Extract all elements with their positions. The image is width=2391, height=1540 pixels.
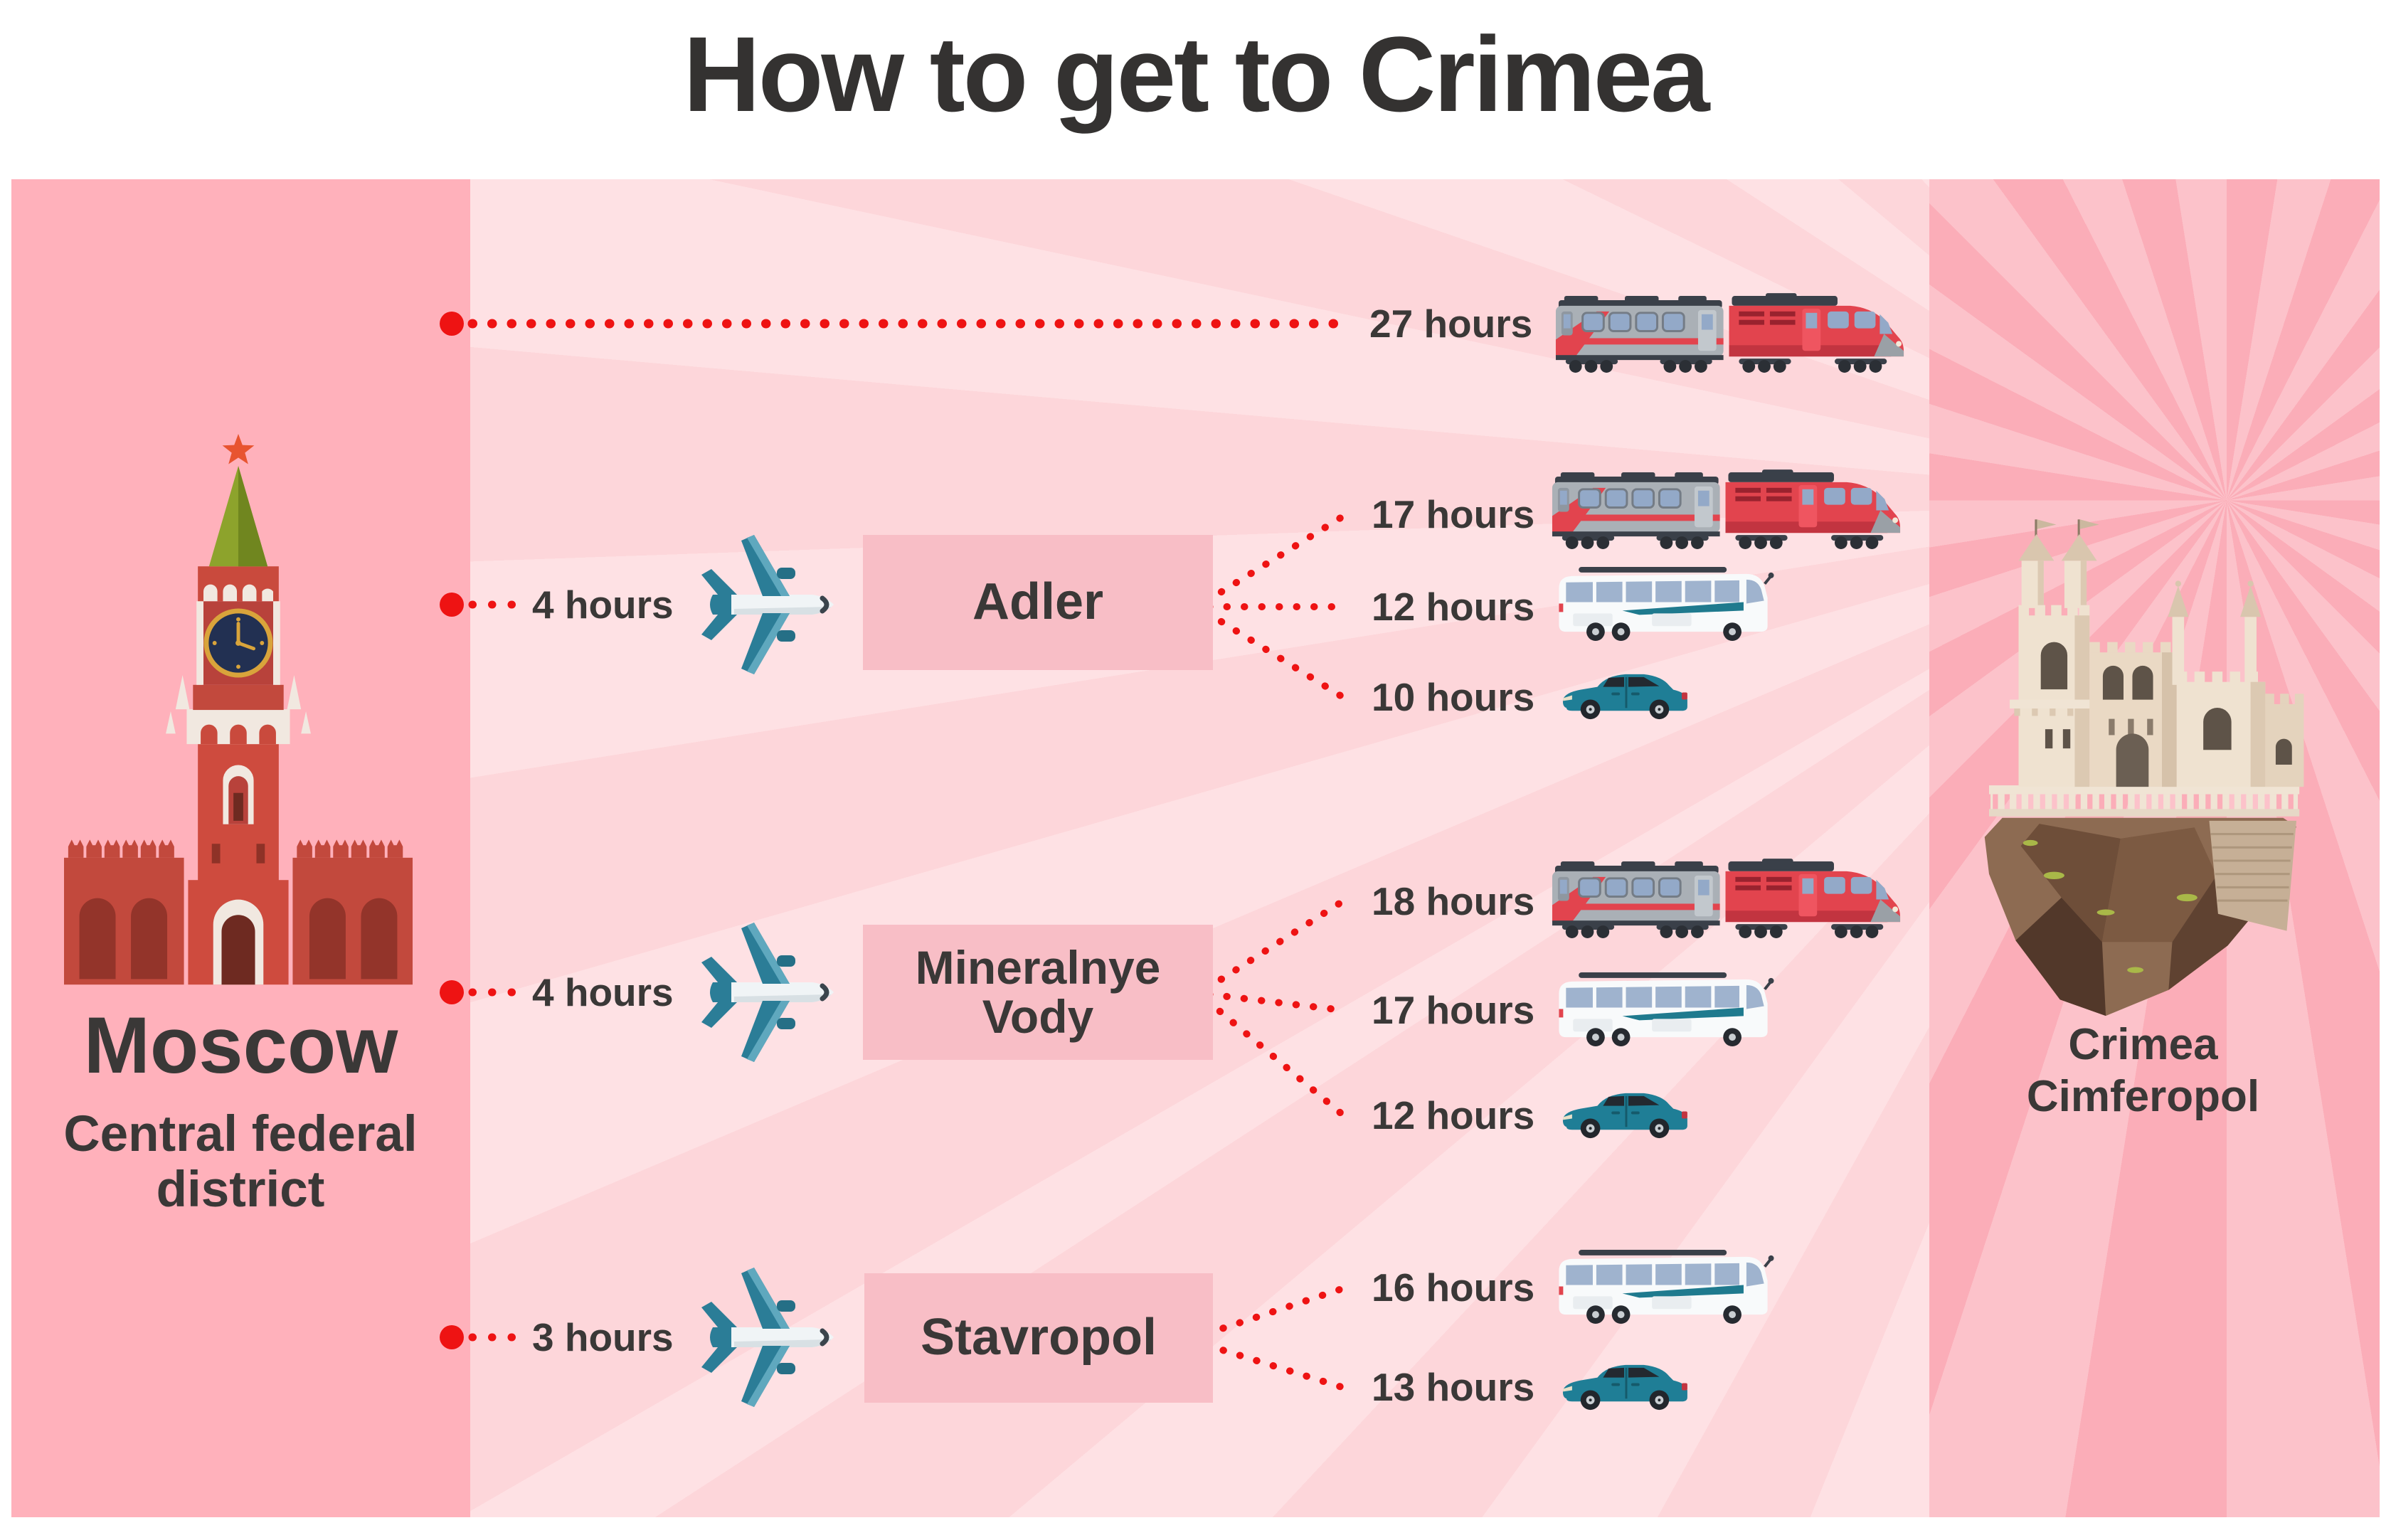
- plane-icon: [691, 917, 842, 1068]
- hub-name-stavropol: Stavropol: [920, 1309, 1157, 1366]
- car-icon: [1562, 1364, 1689, 1411]
- bus-icon: [1557, 972, 1775, 1047]
- origin-node-dot: [440, 980, 464, 1004]
- bus-icon: [1557, 1250, 1775, 1324]
- duration-adler-train: 17 hours: [1372, 492, 1535, 536]
- branch-stavropol-car: [1203, 1342, 1345, 1391]
- bus-icon: [1557, 567, 1775, 642]
- origin-node-dot: [440, 312, 464, 336]
- car-icon: [1562, 673, 1689, 721]
- train-icon: [1551, 859, 1902, 940]
- duration-adler-car: 10 hours: [1372, 675, 1535, 719]
- duration-stavropol-car: 13 hours: [1372, 1365, 1535, 1409]
- origin-node-dot: [440, 1325, 464, 1349]
- train-icon: [1554, 293, 1905, 374]
- duration-stavropol-bus: 16 hours: [1372, 1265, 1535, 1310]
- hub-name-mineralnye: Mineralnye Vody: [915, 940, 1161, 1043]
- direct-route-duration: 27 hours: [1369, 302, 1533, 346]
- hub-box-mineralnye: Mineralnye Vody: [863, 925, 1213, 1060]
- flight-duration-mineralnye: 4 hours: [532, 970, 674, 1014]
- car-icon: [1562, 1092, 1689, 1140]
- duration-mineralnye-bus: 17 hours: [1372, 988, 1535, 1032]
- branch-adler-train: [1203, 514, 1345, 605]
- destination-city: Cimferopol: [2026, 1072, 2260, 1122]
- page-title: How to get to Crimea: [683, 14, 1709, 134]
- branch-mineralnye-car: [1203, 997, 1345, 1117]
- duration-adler-bus: 12 hours: [1372, 585, 1535, 629]
- plane-icon: [691, 1262, 842, 1413]
- branch-mineralnye-train: [1203, 898, 1345, 992]
- branch-mineralnye-bus: [1206, 991, 1345, 1014]
- plane-icon: [691, 529, 842, 680]
- duration-mineralnye-car: 12 hours: [1372, 1093, 1535, 1137]
- origin-node-dot: [440, 593, 464, 617]
- duration-mineralnye-train: 18 hours: [1372, 879, 1535, 923]
- hub-name-adler: Adler: [972, 573, 1104, 631]
- hub-box-stavropol: Stavropol: [864, 1273, 1213, 1403]
- branch-stavropol-bus: [1203, 1285, 1345, 1337]
- origin-city-label: Moscow: [83, 1001, 398, 1090]
- hub-box-adler: Adler: [863, 535, 1213, 670]
- flight-duration-adler: 4 hours: [532, 583, 674, 627]
- origin-region-label: Central federal district: [63, 1106, 418, 1218]
- destination-region: Crimea: [2068, 1020, 2218, 1069]
- flight-duration-stavropol: 3 hours: [532, 1315, 674, 1359]
- destination-label: Crimea Cimferopol: [1918, 1019, 2368, 1122]
- branch-adler-car: [1203, 609, 1345, 700]
- train-icon: [1551, 469, 1902, 551]
